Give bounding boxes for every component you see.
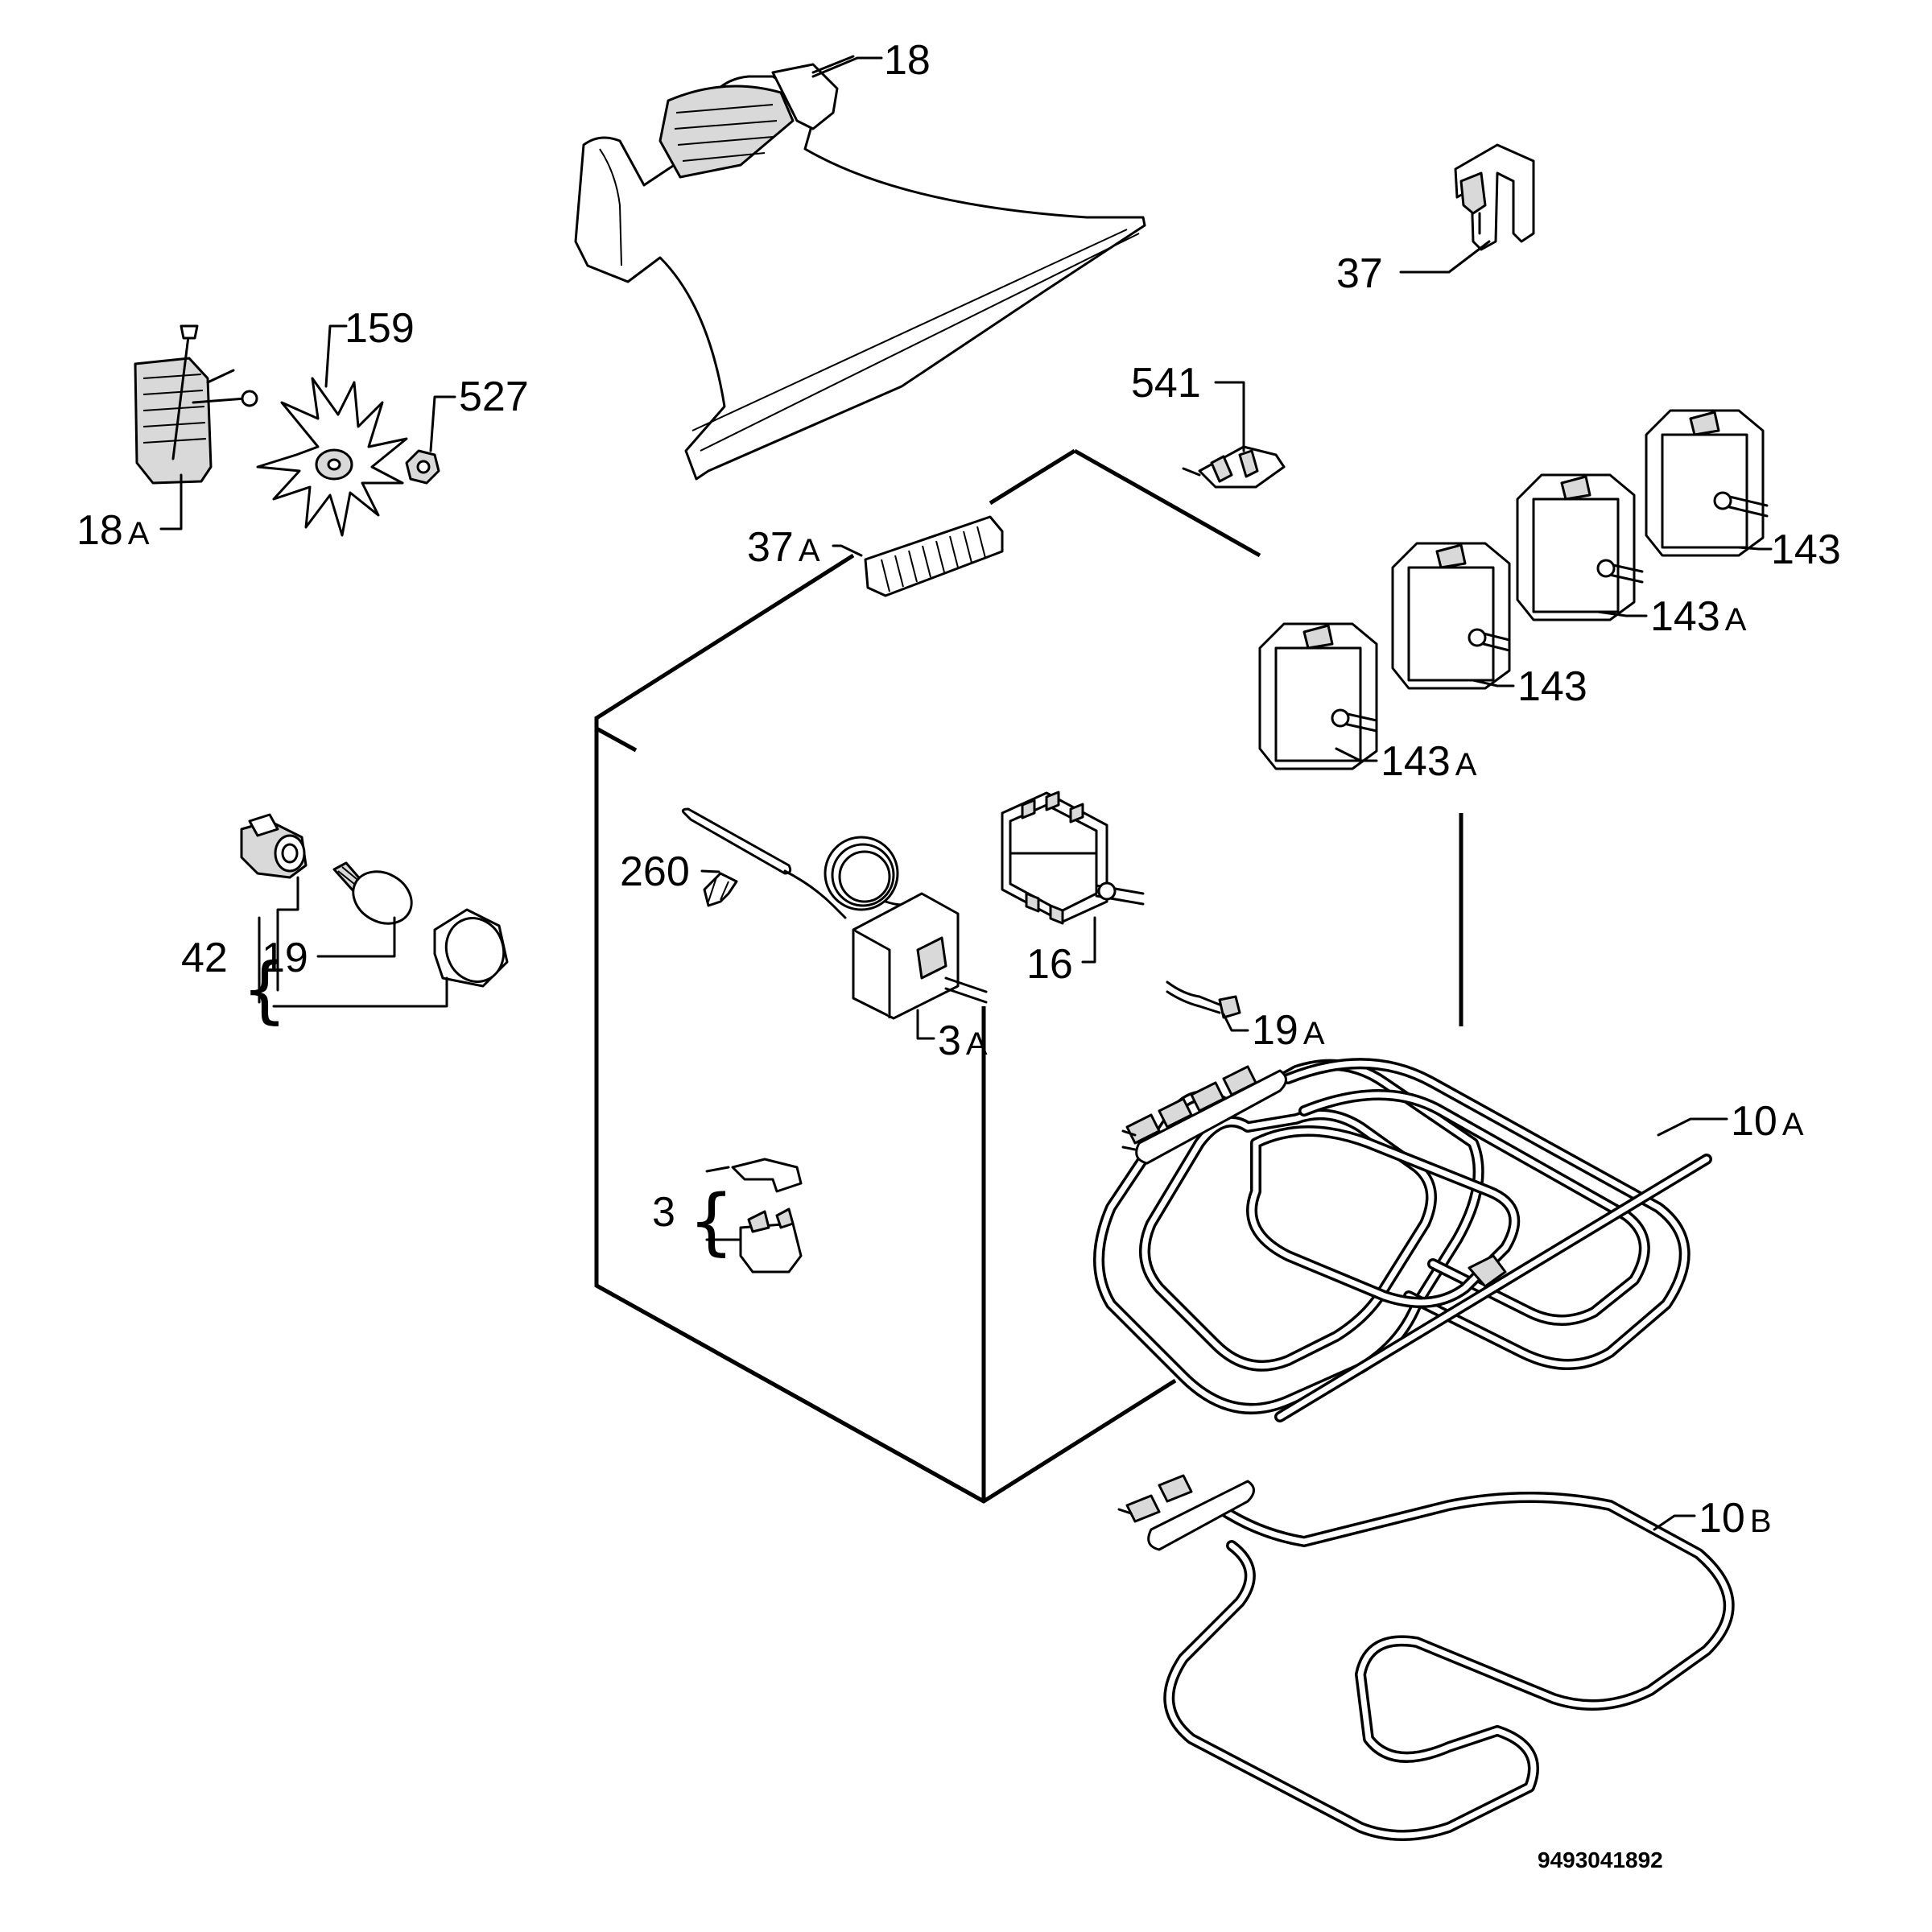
oven-cavity-outline xyxy=(594,448,1463,1504)
indicator-lamp-icon xyxy=(1166,980,1241,1019)
terminal-clip-icon xyxy=(1182,445,1286,489)
fan-motor-icon xyxy=(134,324,258,485)
brace-3: { xyxy=(688,1179,734,1264)
thermal-cutout-icon xyxy=(731,1158,803,1274)
label-16: 16 xyxy=(1026,941,1073,988)
label-42: 42 xyxy=(181,935,228,981)
label-541: 541 xyxy=(1131,360,1201,407)
clamp-icon xyxy=(1454,143,1535,251)
terminal-block-icon xyxy=(864,515,1004,597)
clip-icon xyxy=(703,872,738,907)
label-260: 260 xyxy=(620,848,690,895)
brace-42: { xyxy=(242,947,287,1032)
fan-housing-icon xyxy=(574,55,1146,481)
energy-regulator-icon xyxy=(1258,622,1378,770)
label-18: 18 xyxy=(884,37,931,84)
grill-element-icon xyxy=(1093,1058,1712,1422)
label-527: 527 xyxy=(459,374,529,420)
energy-regulator-icon xyxy=(1645,409,1769,557)
thermostat-icon xyxy=(681,807,988,1020)
fan-blade-icon xyxy=(256,377,408,537)
drawing-code: 9493041892 xyxy=(1538,1847,1663,1872)
label-159: 159 xyxy=(345,305,415,352)
label-143-mid: 143 xyxy=(1517,663,1587,710)
label-37: 37 xyxy=(1336,250,1383,297)
label-3: 3 xyxy=(652,1189,675,1236)
label-143-top: 143 xyxy=(1771,526,1841,573)
selector-switch-icon xyxy=(1001,791,1145,925)
lamp-icon xyxy=(332,861,413,925)
lamp-cover-icon xyxy=(433,908,509,988)
energy-regulator-icon xyxy=(1516,473,1644,621)
lamp-holder-icon xyxy=(240,813,308,879)
label-19: 19 xyxy=(262,935,308,981)
bottom-element-icon xyxy=(1117,1474,1735,1841)
energy-regulator-icon xyxy=(1391,542,1511,690)
nut-icon xyxy=(405,449,440,485)
